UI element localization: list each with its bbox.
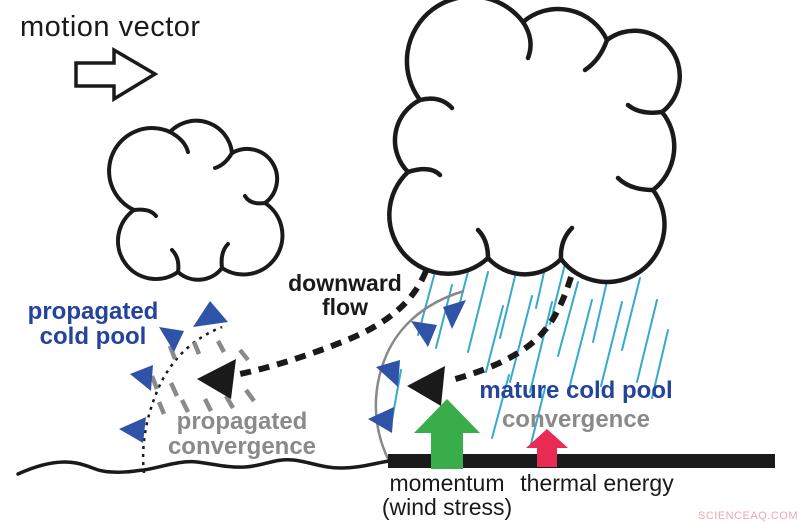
downward-flow-arrowhead [197,359,236,399]
rain-line [509,295,533,383]
mature-gust-front-line [374,289,465,464]
rain-line [557,281,579,357]
large-cloud-lobe-arc [582,37,610,73]
large-cloud [387,0,682,285]
rain-line [569,299,593,386]
rain-line [467,271,489,353]
thermal-energy-label: thermal energy [520,470,674,496]
large-cloud-lobe-arc [520,19,533,61]
motion-vector-label: motion vector [20,11,201,43]
convergence-dash [149,375,160,390]
rain-line [636,299,658,383]
rain-line [530,387,546,445]
convergence-label: convergence [501,406,651,433]
mature-front-triangle [368,407,394,433]
sea-surface-line [16,457,391,476]
rain-line [529,301,553,393]
large-cloud-lobe-arc [625,102,665,115]
thermal-energy-arrow [526,429,568,467]
convergence-dash [216,339,226,354]
downward-flow-arrow-line [239,269,429,377]
convergence-dash [224,394,235,410]
small-cloud [107,118,285,282]
rain-line [485,305,504,373]
ground-bar [388,454,775,468]
convergence-dash [191,341,202,355]
propagated-convergence-label: propagated convergence [167,408,317,461]
inflow-arrow-line [447,276,574,384]
small-cloud-lobe-arc [168,130,190,154]
large-cloud-lobe-arc [417,96,455,111]
mature-cold-pool-label: mature cold pool [479,377,673,404]
propagated-front-triangle [193,301,228,327]
rain-line [535,267,546,309]
rain-line [651,329,669,399]
downward-flow-label: downward flow [288,270,402,321]
large-cloud-lobe-arc [405,166,443,178]
large-cloud-lobe-arc [615,175,656,193]
mature-front-triangle [376,360,400,387]
momentum-arrow [414,399,480,469]
propagated-cold-pool-label: propagated cold pool [27,298,159,351]
propagated-front-triangle [130,365,153,391]
convergence-dash [167,345,178,360]
mature-front-triangle [411,321,437,347]
convergence-dash [238,348,250,362]
large-cloud-lobe-arc [475,227,491,261]
rain-line [600,301,623,387]
mature-front-triangle [443,300,466,329]
convergence-dash [156,401,167,415]
motion-vector-arrow [74,46,159,103]
small-cloud-lobe-arc [170,248,181,274]
watermark: SCIENCEAQ.COM [698,510,799,522]
propagated-front-triangle [159,327,184,352]
rain-line [491,374,510,439]
inflow-arrowhead [407,366,445,406]
large-cloud-lobe-arc [558,225,575,262]
rain-line [499,263,519,339]
small-cloud-lobe-arc [132,207,158,218]
convergence-dash [168,382,180,397]
momentum-label: momentum (wind stress) [381,470,513,521]
convergence-dash [179,398,191,414]
small-cloud-lobe-arc [243,194,267,206]
convergence-dash [244,388,256,403]
convergence-dash [202,397,214,413]
small-cloud-lobe-arc [219,242,230,270]
propagated-front-triangle [119,417,146,443]
small-cloud-lobe-arc [213,151,234,170]
rain-line [621,277,641,351]
